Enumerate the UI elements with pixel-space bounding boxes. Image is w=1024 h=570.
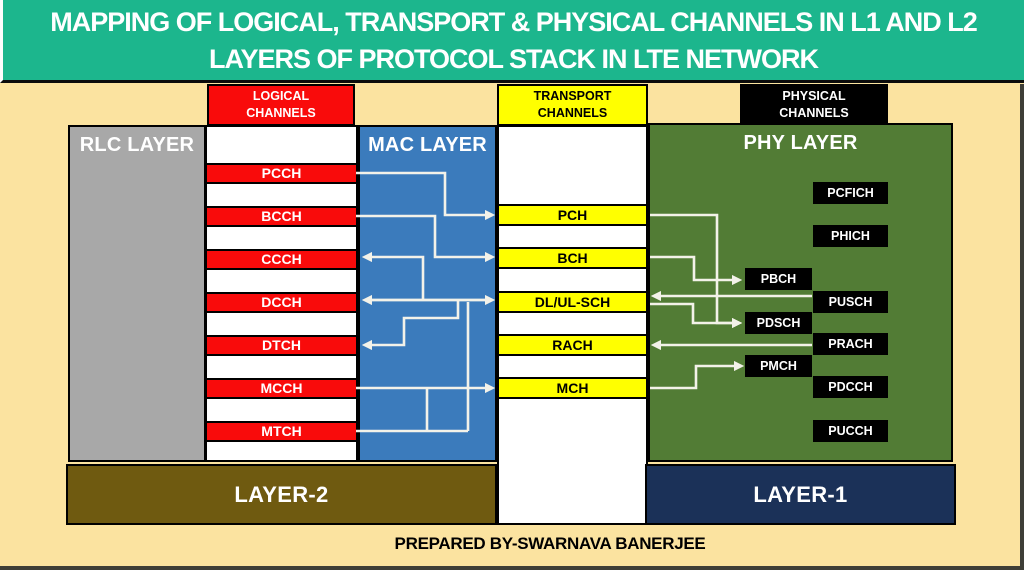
physical-channel-pucch: PUCCH [813,420,888,442]
rlc-layer-label: RLC LAYER [79,134,195,156]
phy-layer-box: PHY LAYER PCFICH PHICH PBCH PUSCH PDSCH … [648,123,953,462]
physical-channel-phich: PHICH [813,225,888,247]
mac-layer-box: MAC LAYER [358,125,497,462]
logical-channel-dtch: DTCH [205,335,358,356]
transport-channel-bch: BCH [497,247,648,269]
transport-channel-dlulsch: DL/UL-SCH [497,291,648,313]
transport-channel-rach: RACH [497,334,648,356]
logical-channel-ccch: CCCH [205,249,358,270]
physical-channel-prach: PRACH [813,333,888,355]
diagram-title-line1: MAPPING OF LOGICAL, TRANSPORT & PHYSICAL… [50,7,978,37]
layer1-label: LAYER-1 [753,481,848,507]
layer1-bar: LAYER-1 [645,464,956,525]
logical-channel-mcch: MCCH [205,378,358,399]
physical-channel-pdcch: PDCCH [813,376,888,398]
physical-channel-pcfich: PCFICH [813,182,888,204]
physical-channel-pbch: PBCH [745,268,812,290]
logical-channel-pcch: PCCH [205,163,358,184]
physical-channels-header: PHYSICAL CHANNELS [740,84,888,126]
physical-channel-pdsch: PDSCH [745,312,812,334]
transport-channels-header: TRANSPORT CHANNELS [497,84,648,126]
page-right-border [1020,84,1024,570]
transport-channel-pch: PCH [497,204,648,226]
physical-channel-pmch: PMCH [745,355,812,377]
diagram-title-line2: LAYERS OF PROTOCOL STACK IN LTE NETWORK [208,44,819,74]
layer2-bar: LAYER-2 [66,464,497,525]
logical-channel-mtch: MTCH [205,421,358,442]
logical-channel-dcch: DCCH [205,292,358,313]
layer2-label: LAYER-2 [234,481,329,507]
phy-layer-label: PHY LAYER [743,132,858,154]
logical-channels-header: LOGICAL CHANNELS [207,84,355,126]
transport-channels-column: PCH BCH DL/UL-SCH RACH MCH [497,125,648,525]
transport-channel-mch: MCH [497,377,648,399]
prepared-by-text: PREPARED BY-SWARNAVA BANERJEE [394,534,706,553]
physical-channel-pusch: PUSCH [813,291,888,313]
rlc-layer-box: RLC LAYER [68,125,206,462]
logical-channels-column: PCCH BCCH CCCH DCCH DTCH MCCH MTCH [205,125,358,462]
mac-layer-label: MAC LAYER [368,134,487,156]
page-bottom-border [0,566,1024,570]
logical-channel-bcch: BCCH [205,206,358,227]
title-bar: MAPPING OF LOGICAL, TRANSPORT & PHYSICAL… [0,0,1024,83]
